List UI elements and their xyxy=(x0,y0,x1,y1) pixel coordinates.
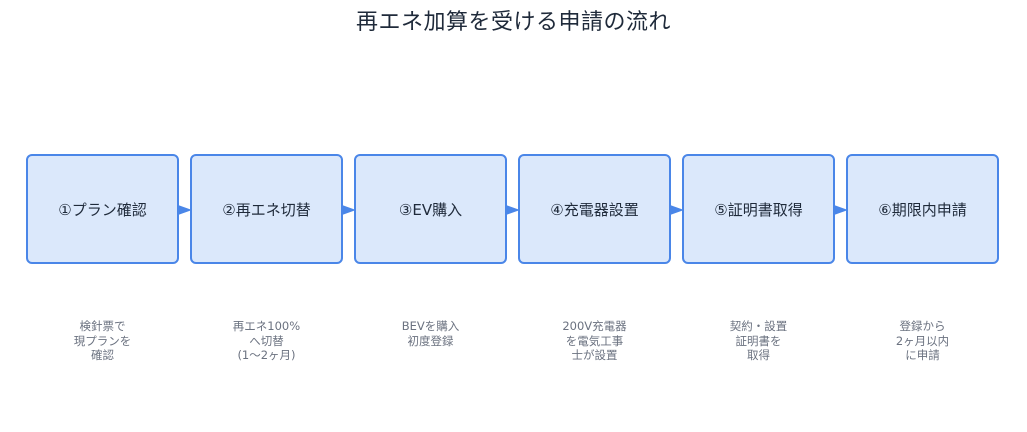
step-note-4: 200V充電器 を電気工事 士が設置 xyxy=(518,319,671,363)
note-line: を電気工事 xyxy=(565,333,624,348)
note-line: に申請 xyxy=(905,348,940,362)
step-note-3: BEVを購入 初度登録 xyxy=(354,319,507,348)
note-line: 2ヶ月以内 xyxy=(895,333,950,348)
note-line: 士が設置 xyxy=(571,348,618,362)
step-box-2: ②再エネ切替 xyxy=(190,154,343,264)
note-line: 証明書を xyxy=(735,333,782,348)
note-line: BEVを購入 xyxy=(401,319,460,333)
step-label: ⑥期限内申請 xyxy=(878,200,967,219)
note-line: 再エネ100% xyxy=(232,319,301,333)
step-note-2: 再エネ100% へ切替 (1〜2ヶ月) xyxy=(190,319,343,363)
step-label: ⑤証明書取得 xyxy=(714,200,803,219)
note-line: 確認 xyxy=(91,348,114,362)
note-line: 登録から xyxy=(899,319,946,333)
arrow-right-icon xyxy=(506,205,520,215)
page-title: 再エネ加算を受ける申請の流れ xyxy=(355,10,671,35)
step-note-1: 検針票で 現プランを 確認 xyxy=(26,319,179,363)
arrow-right-icon xyxy=(342,205,356,215)
step-label: ④充電器設置 xyxy=(550,200,639,219)
step-box-1: ①プラン確認 xyxy=(26,154,179,264)
note-line: 初度登録 xyxy=(407,333,454,348)
arrow-right-icon xyxy=(178,205,192,215)
note-line: 取得 xyxy=(747,348,770,362)
step-box-5: ⑤証明書取得 xyxy=(682,154,835,264)
step-label: ③EV購入 xyxy=(398,200,463,219)
note-line: 契約・設置 xyxy=(729,319,788,333)
arrow-right-icon xyxy=(834,205,848,215)
step-label: ②再エネ切替 xyxy=(222,200,311,219)
note-line: 現プランを xyxy=(73,333,132,348)
note-line: 200V充電器 xyxy=(562,319,627,333)
step-note-5: 契約・設置 証明書を 取得 xyxy=(682,319,835,363)
step-note-6: 登録から 2ヶ月以内 に申請 xyxy=(846,319,999,363)
arrow-right-icon xyxy=(670,205,684,215)
note-line: (1〜2ヶ月) xyxy=(237,348,296,362)
step-box-6: ⑥期限内申請 xyxy=(846,154,999,264)
note-line: 検針票で xyxy=(79,319,126,333)
note-line: へ切替 xyxy=(249,333,284,348)
step-box-3: ③EV購入 xyxy=(354,154,507,264)
step-label: ①プラン確認 xyxy=(58,200,147,219)
step-box-4: ④充電器設置 xyxy=(518,154,671,264)
